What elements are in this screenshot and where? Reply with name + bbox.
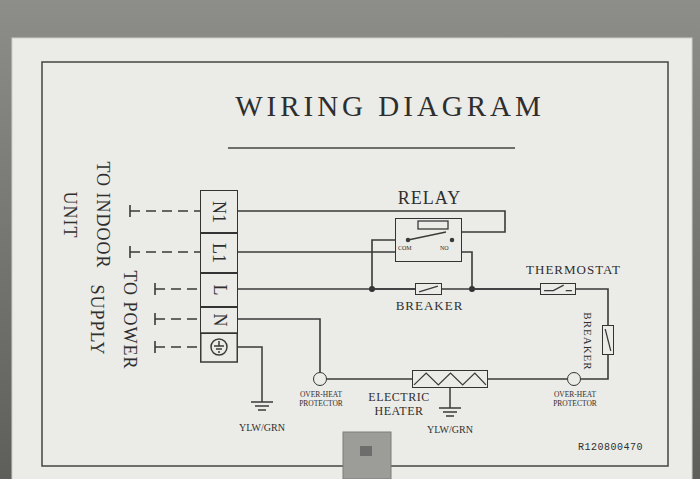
wire: [372, 240, 415, 289]
overheat-protector: OVER-HEAT PROTECTOR: [567, 372, 581, 386]
component-label: THERMOSTAT: [516, 263, 631, 276]
thermo-glyph: [541, 284, 575, 294]
wire: [327, 378, 412, 380]
terminal-label: L1: [210, 243, 228, 263]
terminal-label: N1: [210, 201, 228, 223]
relay-internals: [406, 221, 453, 242]
contact-label: COM: [398, 245, 412, 251]
terminal-cell: L: [200, 272, 238, 308]
heater-glyph: [413, 371, 487, 387]
wire-colour-label: YLW/GRN: [230, 423, 294, 433]
part-number: R120800470: [578, 443, 643, 453]
terminal-label: L: [210, 284, 228, 295]
wire-colour-label: YLW/GRN: [418, 425, 482, 435]
component-label: BREAKER: [581, 308, 594, 374]
breaker-glyph: [416, 284, 441, 294]
component-label: RELAY: [386, 189, 473, 207]
breaker-symbol: BREAKER: [415, 283, 442, 295]
label-border: [42, 62, 668, 466]
connection-note: TO POWER SUPPLY: [80, 264, 146, 376]
breakerv-glyph: [603, 326, 613, 354]
component-label: OVER-HEAT PROTECTOR: [548, 391, 602, 408]
component-label: ELECTRIC HEATER: [357, 391, 441, 419]
component-label: OVER-HEAT PROTECTOR: [294, 391, 348, 408]
label-sticker: [12, 38, 692, 479]
terminal-ground: [201, 333, 273, 410]
terminal-cell: L1: [200, 232, 238, 274]
wire: [238, 211, 505, 232]
terminal-cell: N1: [200, 190, 238, 234]
electric-heater: ELECTRIC HEATER: [412, 370, 488, 388]
relay-box: RELAY: [395, 218, 462, 262]
overheat-protector: OVER-HEAT PROTECTOR: [313, 372, 327, 386]
terminal-cell: N: [200, 306, 238, 334]
contact-label: NO: [440, 245, 449, 251]
metal-tab: [343, 432, 391, 479]
wire: [488, 378, 567, 380]
wire: [238, 319, 320, 372]
thermostat-symbol: THERMOSTAT: [540, 283, 576, 295]
external-wires: [130, 205, 200, 353]
wire: [442, 288, 540, 290]
breaker-symbol: BREAKER: [602, 325, 614, 355]
heater-ground: [439, 388, 461, 416]
diagram-title: WIRING DIAGRAM: [170, 92, 610, 121]
terminal-label: N: [210, 313, 228, 326]
connection-note: TO INDOOR UNIT: [52, 153, 118, 278]
component-label: BREAKER: [386, 299, 473, 312]
title-underline: [228, 147, 515, 149]
